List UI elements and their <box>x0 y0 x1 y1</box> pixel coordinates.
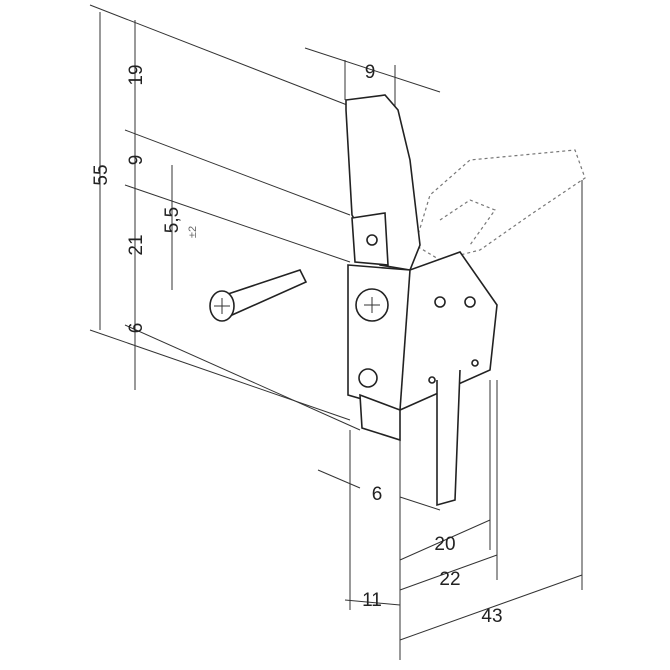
dim-front-width: 11 <box>362 590 382 611</box>
dim-base-height: 6 <box>126 323 147 334</box>
dim-body-height: 21 <box>126 234 147 255</box>
dim-adjust-range: 5,5 <box>162 207 183 233</box>
dim-pivot-gap: 9 <box>126 155 147 166</box>
dim-adjust-tolerance: ±2 <box>187 226 199 238</box>
dim-lever-width: 9 <box>365 62 376 83</box>
dim-base-offset: 6 <box>372 484 383 505</box>
lever-open-position-ghost <box>414 149 586 261</box>
dim-overall-width: 43 <box>481 606 502 627</box>
dim-inner-width: 20 <box>434 534 455 555</box>
extension-lines <box>89 4 583 660</box>
clamp-body <box>347 251 498 507</box>
dim-lever-height: 19 <box>126 64 147 85</box>
dim-overall-height: 55 <box>91 164 112 185</box>
lever <box>345 94 421 271</box>
screw <box>209 269 308 322</box>
dim-body-width: 22 <box>439 569 460 590</box>
